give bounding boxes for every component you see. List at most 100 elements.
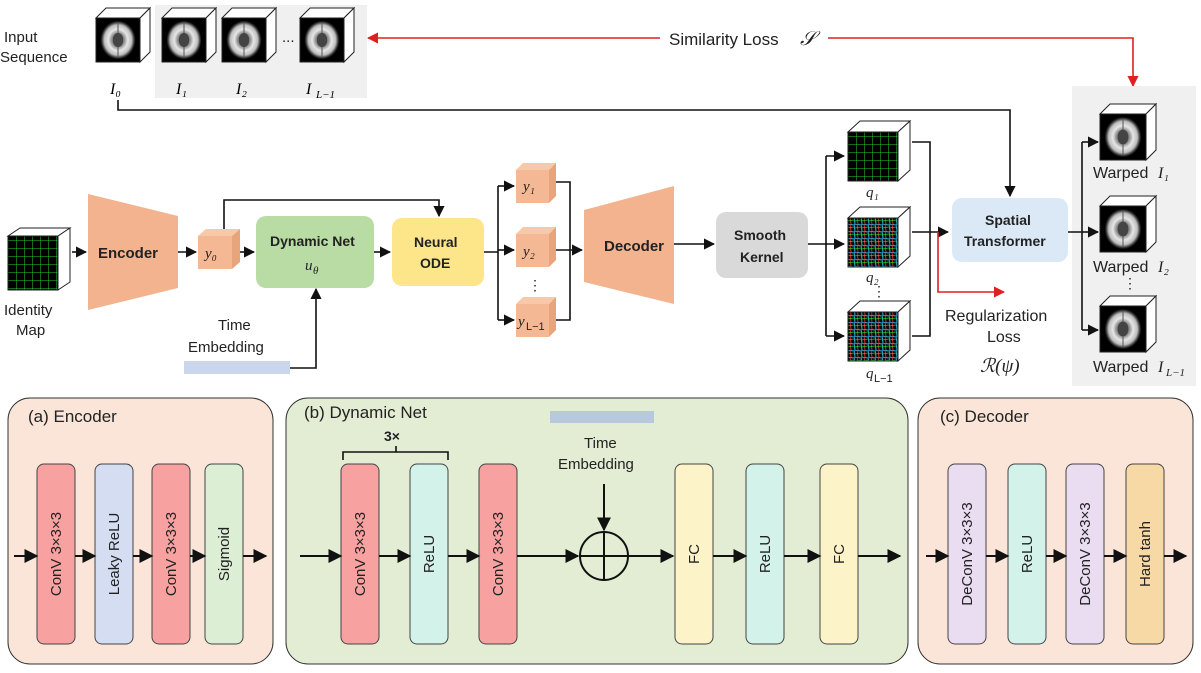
repeat-label: 3× <box>384 428 400 444</box>
dynamic-net-block <box>256 216 374 288</box>
label-I2: I₂ <box>235 81 247 98</box>
time-embedding-bar <box>184 361 290 374</box>
encoder-layer-block-label-3: ConV 3×3×3 <box>163 512 180 596</box>
warped-L-img: I <box>1157 359 1164 376</box>
similarity-arrow-right <box>828 37 1139 88</box>
time-label-line1: Time <box>218 317 251 334</box>
encoder-layer-block-label-2: Leaky ReLU <box>106 513 123 596</box>
identity-map-cube <box>6 227 72 291</box>
label-I0: I₀ <box>109 81 121 98</box>
spatial-line1: Spatial <box>985 212 1031 228</box>
encoder-layer-block-4: Sigmoid <box>204 463 244 645</box>
smooth-kernel-line2: Kernel <box>740 249 784 265</box>
smooth-kernel-line1: Smooth <box>734 227 786 243</box>
warped-1-label: Warped <box>1093 165 1148 182</box>
panel-time-line1: Time <box>584 435 617 452</box>
y-cube-1 <box>516 163 556 203</box>
similarity-symbol: 𝒮 <box>800 28 821 50</box>
panel-encoder-title: (a) Encoder <box>28 407 117 426</box>
yL-label: y <box>516 314 525 330</box>
neural-ode-line1: Neural <box>414 234 458 250</box>
branch-warped <box>1068 142 1083 330</box>
label-I1: I₁ <box>175 81 187 98</box>
warped-2-label: Warped <box>1093 259 1148 276</box>
qL-sub: L−1 <box>874 373 893 385</box>
y2-label: y₂ <box>521 244 535 260</box>
dynamic-layer-block-3: ConV 3×3×3 <box>478 463 518 645</box>
panel-decoder <box>917 397 1194 665</box>
dynamic-layer-block-2: ReLU <box>409 463 449 645</box>
panel-decoder-title: (c) Decoder <box>940 407 1029 426</box>
repeat-bracket <box>342 446 449 460</box>
decoder-layer-block-2: ReLU <box>1007 463 1047 645</box>
branch-left <box>484 186 499 320</box>
identity-label-line2: Map <box>16 322 45 339</box>
dynamic-layer-block-1: ConV 3×3×3 <box>340 463 380 645</box>
encoder-block <box>88 194 178 310</box>
dynamic-layer-block-label-1: ConV 3×3×3 <box>352 512 369 596</box>
q1-cube <box>846 119 912 183</box>
decoder-layer-block-label-4: Hard tanh <box>1137 521 1154 587</box>
encoder-label: Encoder <box>98 245 158 262</box>
identity-label-line1: Identity <box>4 302 53 319</box>
y0-cube <box>198 229 240 269</box>
spatial-transformer-block <box>952 198 1068 262</box>
theta-sub: θ <box>313 265 319 277</box>
q1-label: q₁ <box>866 185 879 201</box>
arrow-time-dynamic <box>290 287 322 369</box>
y0-label: y₀ <box>203 246 217 262</box>
encoder-layer-block-label-1: ConV 3×3×3 <box>48 512 65 596</box>
dynamic-layer-block-label-5: ReLU <box>757 535 774 573</box>
brain-cube-I1 <box>160 6 218 64</box>
decoder-layer-block-label-3: DeConV 3×3×3 <box>1077 502 1094 605</box>
input-brain-cubes <box>94 6 356 64</box>
warped-brain-cube-L <box>1098 294 1158 354</box>
label-IL: I <box>305 81 312 98</box>
reg-arrow <box>937 232 1006 298</box>
encoder-blocks: ConV 3×3×3 Leaky ReLU ConV 3×3×3 Sigmoid <box>14 463 268 645</box>
decoder-layer-block-3: DeConV 3×3×3 <box>1065 463 1105 645</box>
branch-right <box>556 181 582 321</box>
u-theta-label: u <box>305 258 313 274</box>
dynamic-layer-block-4: FC <box>674 463 714 645</box>
warped-L-sub: L−1 <box>1165 367 1185 379</box>
decoder-layer-block-label-1: DeConV 3×3×3 <box>959 502 976 605</box>
dynamic-net-label: Dynamic Net <box>270 233 355 249</box>
encoder-layer-block-1: ConV 3×3×3 <box>36 463 76 645</box>
decoder-block <box>584 186 674 304</box>
time-label-line2: Embedding <box>188 339 264 356</box>
decoder-layer-block-4: Hard tanh <box>1125 463 1165 645</box>
dynamic-layer-block-label-3: ConV 3×3×3 <box>490 512 507 596</box>
encoder-layer-block-2: Leaky ReLU <box>94 463 134 645</box>
brain-cube-IL <box>298 6 356 64</box>
q-vdots: ⋮ <box>872 283 886 299</box>
y-cubes <box>516 163 556 337</box>
decoder-layer-block-1: DeConV 3×3×3 <box>947 463 987 645</box>
warped-brain-cube-2 <box>1098 194 1158 254</box>
dynamic-layer-block-label-2: ReLU <box>421 535 438 573</box>
panel-time-embedding-bar <box>550 411 654 423</box>
label-IL-sub: L−1 <box>315 89 335 101</box>
smooth-kernel-block <box>716 212 808 278</box>
qL-label: q <box>866 366 874 382</box>
reg-symbol: ℛ(ψ) <box>980 356 1020 377</box>
y-cube-2 <box>516 227 556 267</box>
brain-cube-I2 <box>220 6 278 64</box>
neural-ode-block <box>392 218 484 286</box>
dynamic-layer-block-label-4: FC <box>686 544 703 564</box>
similarity-loss-label: Similarity Loss <box>669 30 779 49</box>
yL-sub: L−1 <box>526 321 545 333</box>
dynamic-layer-block-5: ReLU <box>745 463 785 645</box>
input-ellipsis: ... <box>282 29 295 46</box>
dynamic-blocks: ConV 3×3×3 ReLU ConV 3×3×3 FC ReLU FC <box>300 463 902 645</box>
warped-1-img: I₁ <box>1157 165 1169 182</box>
panel-time-line2: Embedding <box>558 456 634 473</box>
q2-cube <box>846 205 912 269</box>
dynamic-layer-block-label-6: FC <box>831 544 848 564</box>
encoder-layer-block-3: ConV 3×3×3 <box>151 463 191 645</box>
warped-L-label: Warped <box>1093 359 1148 376</box>
decoder-label: Decoder <box>604 238 664 255</box>
dynamic-layer-block-6: FC <box>819 463 859 645</box>
reg-label-line1: Regularization <box>945 308 1047 325</box>
